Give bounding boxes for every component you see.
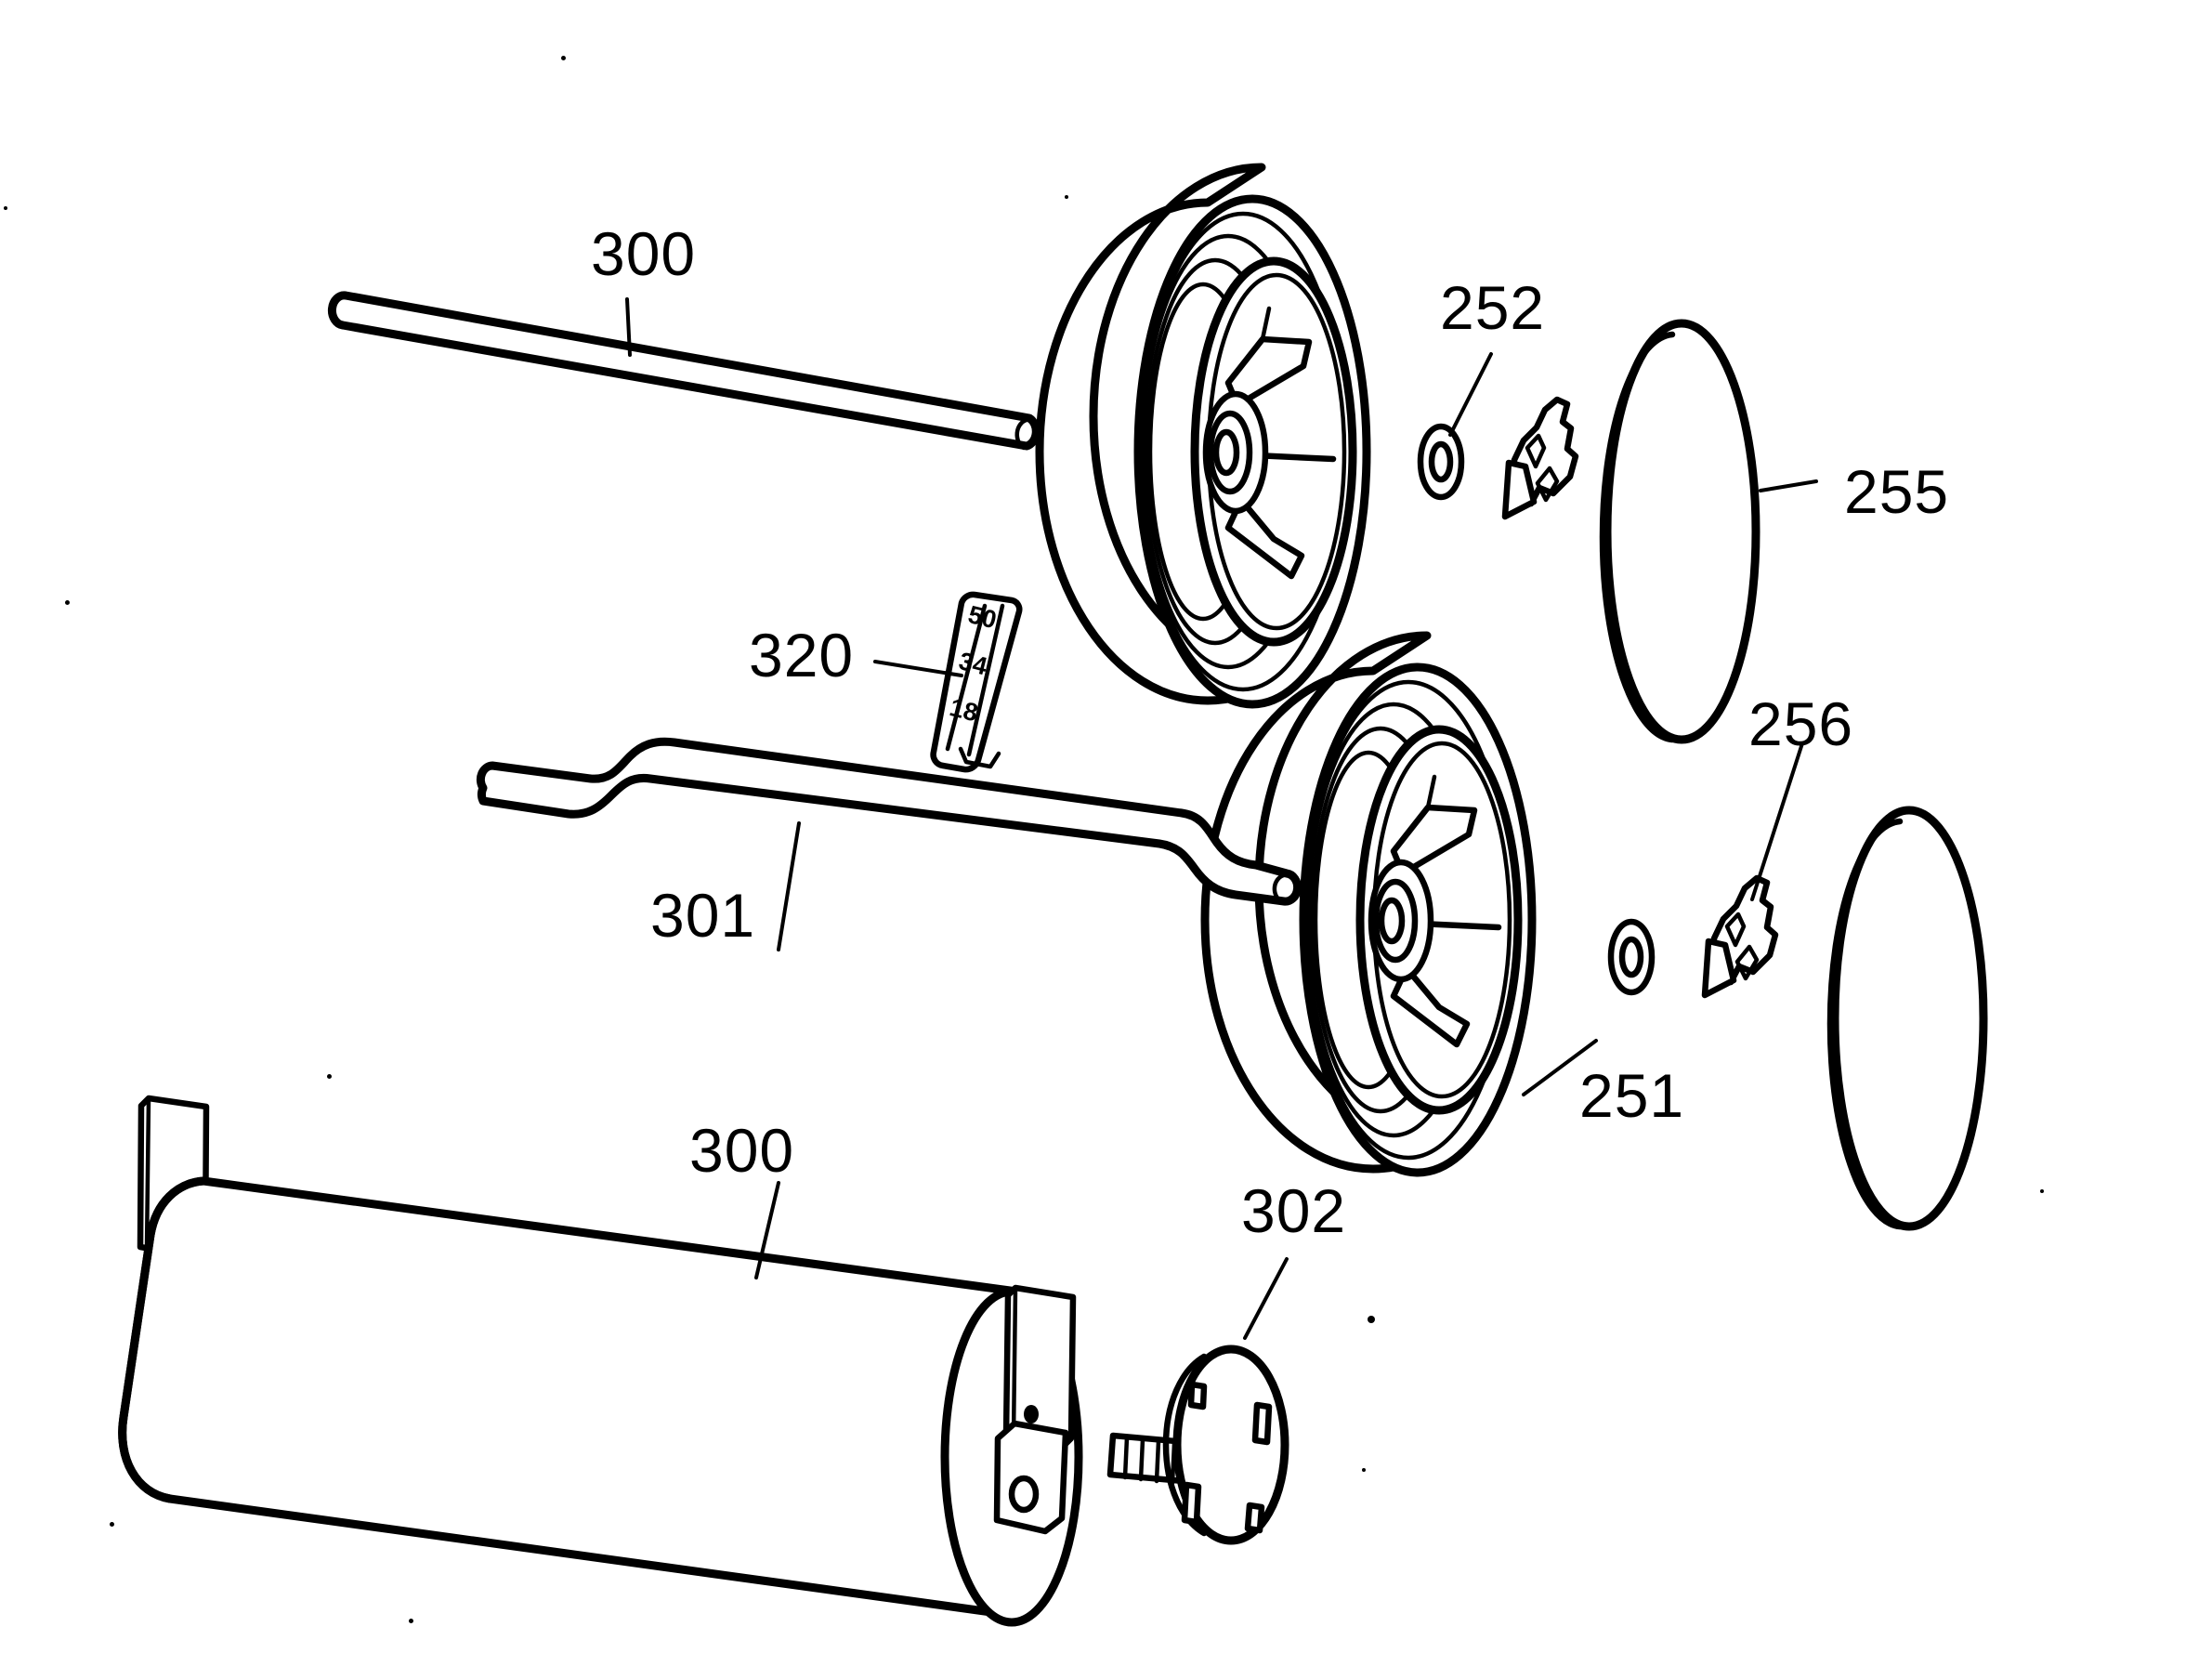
scan-speck (4, 206, 7, 210)
scan-speck (2040, 1189, 2044, 1193)
indicator-mark-50: 50 (965, 600, 1000, 635)
part-end-cap-stud (1106, 1345, 1289, 1545)
callout-301: 301 (650, 881, 756, 950)
callout-251: 251 (1579, 1061, 1685, 1130)
callout-256: 256 (1748, 689, 1854, 758)
leader-256 (1750, 741, 1804, 901)
part-washer-upper (1417, 423, 1465, 501)
indicator-mark-18: 18 (947, 693, 981, 728)
leader-251 (1522, 1039, 1598, 1096)
leader-300-upper (625, 297, 632, 357)
callout-320: 320 (749, 621, 855, 689)
scan-speck (1065, 195, 1068, 199)
callout-300-upper: 300 (591, 219, 697, 288)
part-roller-drum (118, 1095, 1083, 1627)
scan-speck (327, 1074, 332, 1079)
scan-speck (409, 1619, 413, 1623)
part-wheel-upper (1035, 163, 1371, 709)
scan-speck (1362, 1468, 1366, 1472)
part-washer-lower (1607, 918, 1656, 996)
leader-255 (1759, 479, 1818, 492)
leader-320 (873, 660, 963, 677)
part-hubcap-ring-upper (1599, 319, 1760, 744)
scan-speck (1368, 1316, 1375, 1323)
part-axle-rod-upper (327, 291, 1041, 451)
leader-300-lower (754, 1181, 780, 1279)
leader-252 (1448, 352, 1493, 437)
scan-speck (561, 56, 566, 60)
part-height-indicator (930, 591, 1023, 773)
callout-302: 302 (1241, 1176, 1347, 1245)
leader-301 (777, 821, 801, 951)
callout-300-lower: 300 (689, 1116, 795, 1185)
indicator-mark-34: 34 (956, 647, 990, 681)
part-cranked-rod (476, 737, 1302, 906)
part-wheel-lower (1200, 631, 1537, 1177)
scan-speck (110, 1522, 114, 1527)
leader-302 (1243, 1257, 1289, 1340)
part-hubcap-ring-lower (1826, 806, 1988, 1231)
scan-speck (65, 600, 70, 605)
part-retaining-clip-upper (1501, 396, 1579, 520)
part-retaining-clip-lower (1701, 874, 1779, 999)
callout-255: 255 (1844, 457, 1950, 526)
callout-252: 252 (1440, 273, 1546, 342)
